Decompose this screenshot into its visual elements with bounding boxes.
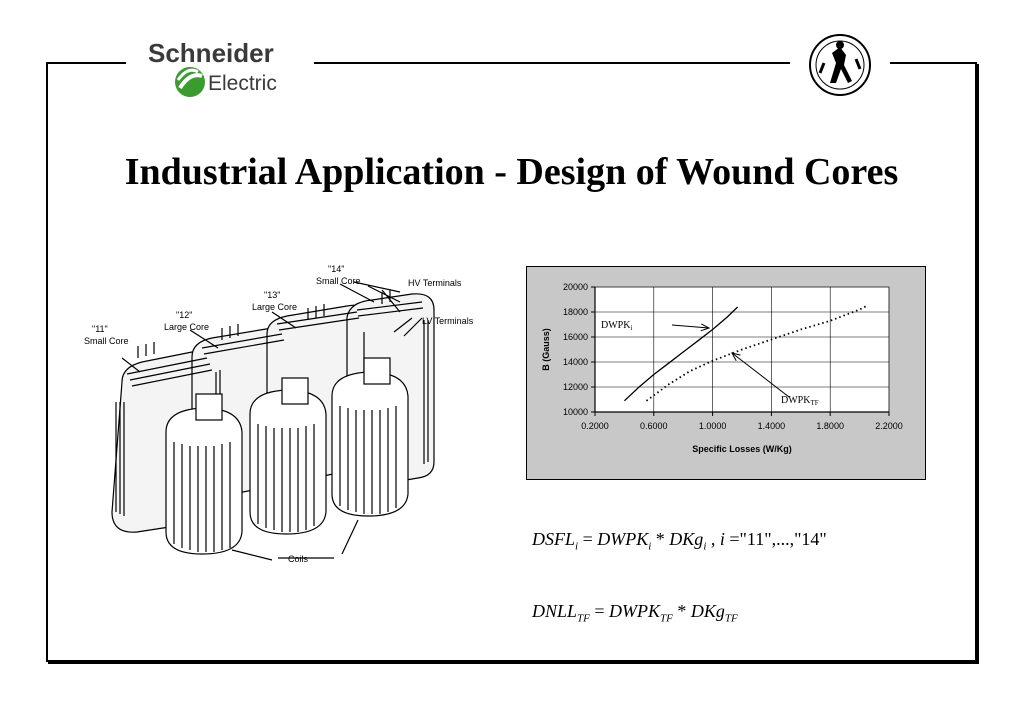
brand-line2: Electric (208, 72, 277, 95)
x-tick-label: 0.6000 (640, 421, 668, 431)
y-tick-label: 20000 (563, 282, 588, 292)
label-core12-num: "12" (176, 310, 192, 320)
x-tick-label: 2.2000 (875, 421, 903, 431)
brand-line1: Schneider (148, 38, 274, 68)
y-tick-label: 18000 (563, 307, 588, 317)
chart-panel: 10000 12000 14000 16000 18000 20000 0.2000 0.60… (526, 266, 926, 480)
x-tick-label: 1.0000 (699, 421, 727, 431)
frame-gap-left (126, 48, 314, 88)
x-tick-label: 1.8000 (816, 421, 844, 431)
label-core14-name: Small Core (316, 276, 361, 286)
label-lv-terminals: LV Terminals (422, 316, 474, 326)
label-hv-terminals: HV Terminals (408, 278, 462, 288)
y-tick-label: 16000 (563, 332, 588, 342)
series-arrowhead-1 (700, 323, 711, 332)
university-seal-icon (808, 33, 872, 97)
label-core11-num: "11" (92, 324, 108, 334)
label-core12-name: Large Core (164, 322, 209, 332)
transformer-illustration: "11" Small Core "12" Large Core "13" Lar… (82, 262, 482, 564)
series-arrow-1 (671, 324, 710, 329)
x-tick-label: 0.2000 (581, 421, 609, 431)
series-arrowhead-2 (731, 352, 741, 361)
label-core11-name: Small Core (84, 336, 129, 346)
equation-dnll: DNLLTF = DWPKTF * DKgTF (532, 601, 738, 625)
y-axis-label: B (Gauss) (541, 328, 551, 371)
equation-dsfl: DSFLi = DWPKi * DKgi , i ="11",...,"14" (532, 529, 827, 553)
slide-title: Industrial Application - Design of Wound… (124, 151, 899, 193)
y-tick-label: 10000 (563, 407, 588, 417)
y-tick-label: 12000 (563, 382, 588, 392)
series-label-1: DWPKi (601, 320, 632, 332)
label-coils: Coils (288, 554, 309, 562)
schneider-electric-logo: Schneider Electric (140, 36, 300, 100)
series-line-1 (623, 306, 739, 402)
series-arrow-2 (731, 352, 790, 398)
y-tick-label: 14000 (563, 357, 588, 367)
x-tick-label: 1.4000 (758, 421, 786, 431)
x-axis-label: Specific Losses (W/Kg) (692, 444, 792, 454)
label-core13-name: Large Core (252, 302, 297, 312)
b-vs-losses-chart: 10000 12000 14000 16000 18000 20000 0.2000 0.60… (541, 282, 903, 454)
series-label-2: DWPKTF (781, 395, 819, 407)
slide-frame (46, 62, 977, 662)
label-core13-num: "13" (264, 290, 280, 300)
label-core14-num: "14" (328, 264, 344, 274)
